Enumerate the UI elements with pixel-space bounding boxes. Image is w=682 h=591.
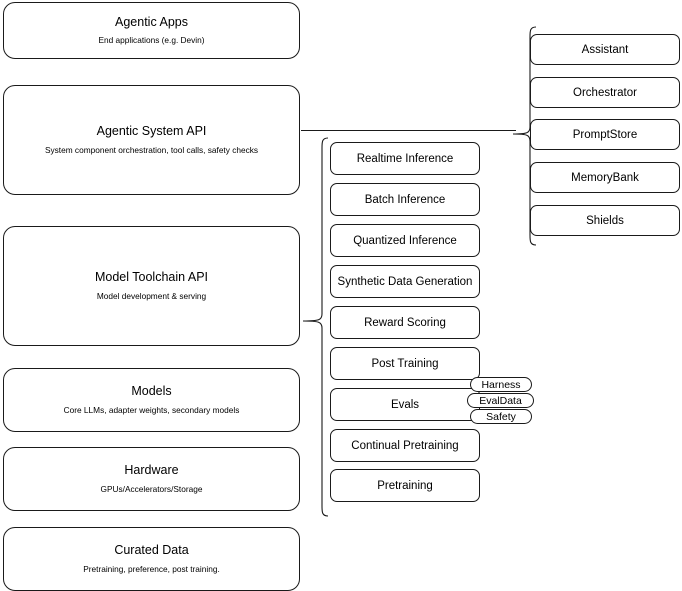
layer-subtitle: Model development & serving xyxy=(96,290,207,301)
layer-title: Agentic System API xyxy=(96,124,207,139)
toolchain-box-batch-inference[interactable]: Batch Inference xyxy=(330,183,480,216)
brace-system-components xyxy=(512,26,537,246)
evals-badge-safety[interactable]: Safety xyxy=(470,409,532,424)
toolchain-box-continual-pretraining[interactable]: Continual Pretraining xyxy=(330,429,480,462)
toolchain-label: Realtime Inference xyxy=(356,152,454,165)
layer-subtitle: GPUs/Accelerators/Storage xyxy=(100,483,203,494)
layer-title: Curated Data xyxy=(114,543,189,558)
toolchain-label: Post Training xyxy=(371,357,439,370)
system-box-assistant[interactable]: Assistant xyxy=(530,34,680,65)
layer-subtitle: End applications (e.g. Devin) xyxy=(98,35,205,46)
layer-subtitle: System component orchestration, tool cal… xyxy=(44,144,259,155)
toolchain-box-reward-scoring[interactable]: Reward Scoring xyxy=(330,306,480,339)
toolchain-label: Synthetic Data Generation xyxy=(337,275,473,288)
toolchain-label: Evals xyxy=(390,398,420,411)
toolchain-box-synthetic-data-generation[interactable]: Synthetic Data Generation xyxy=(330,265,480,298)
toolchain-label: Reward Scoring xyxy=(364,316,446,329)
layer-box-agentic-system-api[interactable]: Agentic System API System component orch… xyxy=(3,85,300,195)
layer-subtitle: Pretraining, preference, post training. xyxy=(83,563,220,574)
layer-box-curated-data[interactable]: Curated Data Pretraining, preference, po… xyxy=(3,527,300,591)
toolchain-label: Quantized Inference xyxy=(353,234,457,247)
system-label: PromptStore xyxy=(572,128,638,141)
toolchain-label: Pretraining xyxy=(377,479,433,492)
evals-badge-evaldata[interactable]: EvalData xyxy=(467,393,534,408)
layer-title: Agentic Apps xyxy=(115,14,188,29)
layer-box-hardware[interactable]: Hardware GPUs/Accelerators/Storage xyxy=(3,447,300,511)
system-label: Assistant xyxy=(581,43,629,56)
layer-title: Models xyxy=(131,384,172,399)
toolchain-label: Batch Inference xyxy=(364,193,446,206)
layer-title: Hardware xyxy=(124,463,179,478)
layer-box-models[interactable]: Models Core LLMs, adapter weights, secon… xyxy=(3,368,300,432)
toolchain-box-realtime-inference[interactable]: Realtime Inference xyxy=(330,142,480,175)
layer-title: Model Toolchain API xyxy=(94,270,209,285)
evals-badge-harness[interactable]: Harness xyxy=(470,377,532,392)
toolchain-label: Continual Pretraining xyxy=(351,439,459,452)
system-label: Shields xyxy=(586,214,624,227)
system-label: Orchestrator xyxy=(573,86,637,99)
layer-box-agentic-apps[interactable]: Agentic Apps End applications (e.g. Devi… xyxy=(3,2,300,59)
system-box-memorybank[interactable]: MemoryBank xyxy=(530,162,680,193)
connector-system-api-to-components xyxy=(301,130,516,131)
toolchain-box-pretraining[interactable]: Pretraining xyxy=(330,469,480,502)
layer-subtitle: Core LLMs, adapter weights, secondary mo… xyxy=(63,404,240,415)
toolchain-box-post-training[interactable]: Post Training xyxy=(330,347,480,380)
toolchain-box-quantized-inference[interactable]: Quantized Inference xyxy=(330,224,480,257)
system-label: MemoryBank xyxy=(571,171,639,184)
system-box-orchestrator[interactable]: Orchestrator xyxy=(530,77,680,108)
brace-toolchain xyxy=(302,137,329,517)
system-box-promptstore[interactable]: PromptStore xyxy=(530,119,680,150)
layer-box-model-toolchain-api[interactable]: Model Toolchain API Model development & … xyxy=(3,226,300,346)
toolchain-box-evals[interactable]: Evals xyxy=(330,388,480,421)
system-box-shields[interactable]: Shields xyxy=(530,205,680,236)
